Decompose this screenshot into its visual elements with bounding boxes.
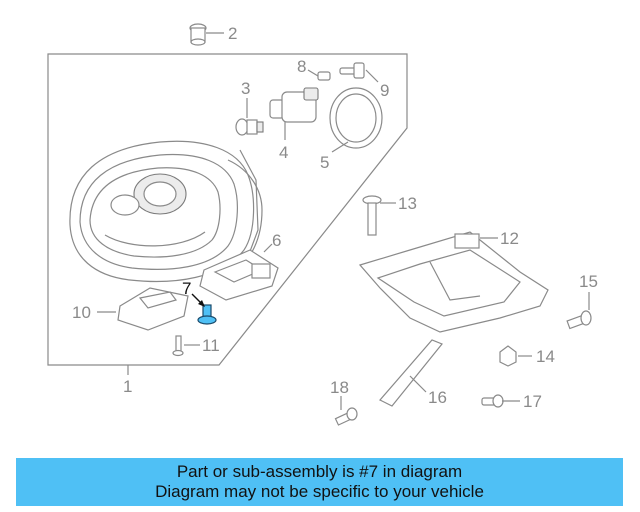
part-7-bolt xyxy=(197,304,217,325)
callout-17: 17 xyxy=(523,392,542,411)
part-11-screw xyxy=(172,335,184,357)
part-16-strip xyxy=(379,339,443,407)
parts-diagram: 1 2 3 4 5 6 7 8 9 10 11 12 13 14 15 16 1… xyxy=(47,23,598,426)
part-5-seal xyxy=(329,87,383,149)
callout-7: 7 xyxy=(182,279,191,298)
banner-line-2: Diagram may not be specific to your vehi… xyxy=(155,482,484,501)
leader-7-arrow xyxy=(198,300,205,307)
part-9-screw xyxy=(339,62,365,79)
callout-4: 4 xyxy=(279,143,288,162)
info-banner: Part or sub-assembly is #7 in diagram Di… xyxy=(16,458,623,506)
callout-1: 1 xyxy=(123,377,132,396)
callout-15: 15 xyxy=(579,272,598,291)
callout-11: 11 xyxy=(202,336,220,355)
part-4-socket xyxy=(269,87,319,123)
part-15-bolt xyxy=(566,310,592,330)
assembly-outline xyxy=(47,53,408,366)
callout-13: 13 xyxy=(398,194,417,213)
callout-8: 8 xyxy=(297,57,306,76)
part-8-clip xyxy=(317,71,331,81)
part-3-bulb xyxy=(235,118,264,136)
leader-8 xyxy=(307,69,319,77)
callout-6: 6 xyxy=(272,231,281,250)
callout-10: 10 xyxy=(72,303,91,322)
part-13-bolt xyxy=(362,195,382,236)
part-18-bolt xyxy=(334,407,358,426)
leader-16 xyxy=(409,375,427,393)
callout-2: 2 xyxy=(228,24,237,43)
part-14-nut xyxy=(499,345,517,367)
callout-16: 16 xyxy=(428,388,447,407)
callout-9: 9 xyxy=(380,81,389,100)
part-2-push-nut xyxy=(189,23,207,46)
part-10-control-unit xyxy=(117,287,189,331)
headlamp-housing xyxy=(69,140,263,283)
part-6-module xyxy=(199,249,279,301)
leader-6 xyxy=(263,243,273,253)
callout-12: 12 xyxy=(500,229,519,248)
callout-18: 18 xyxy=(330,378,349,397)
banner-line-1: Part or sub-assembly is #7 in diagram xyxy=(176,462,463,481)
callout-14: 14 xyxy=(536,347,555,366)
callout-3: 3 xyxy=(241,79,250,98)
part-12-bracket xyxy=(358,231,549,333)
leader-5 xyxy=(331,141,349,153)
callout-5: 5 xyxy=(320,153,329,172)
part-17-screw xyxy=(481,394,504,408)
leader-9 xyxy=(365,69,379,83)
